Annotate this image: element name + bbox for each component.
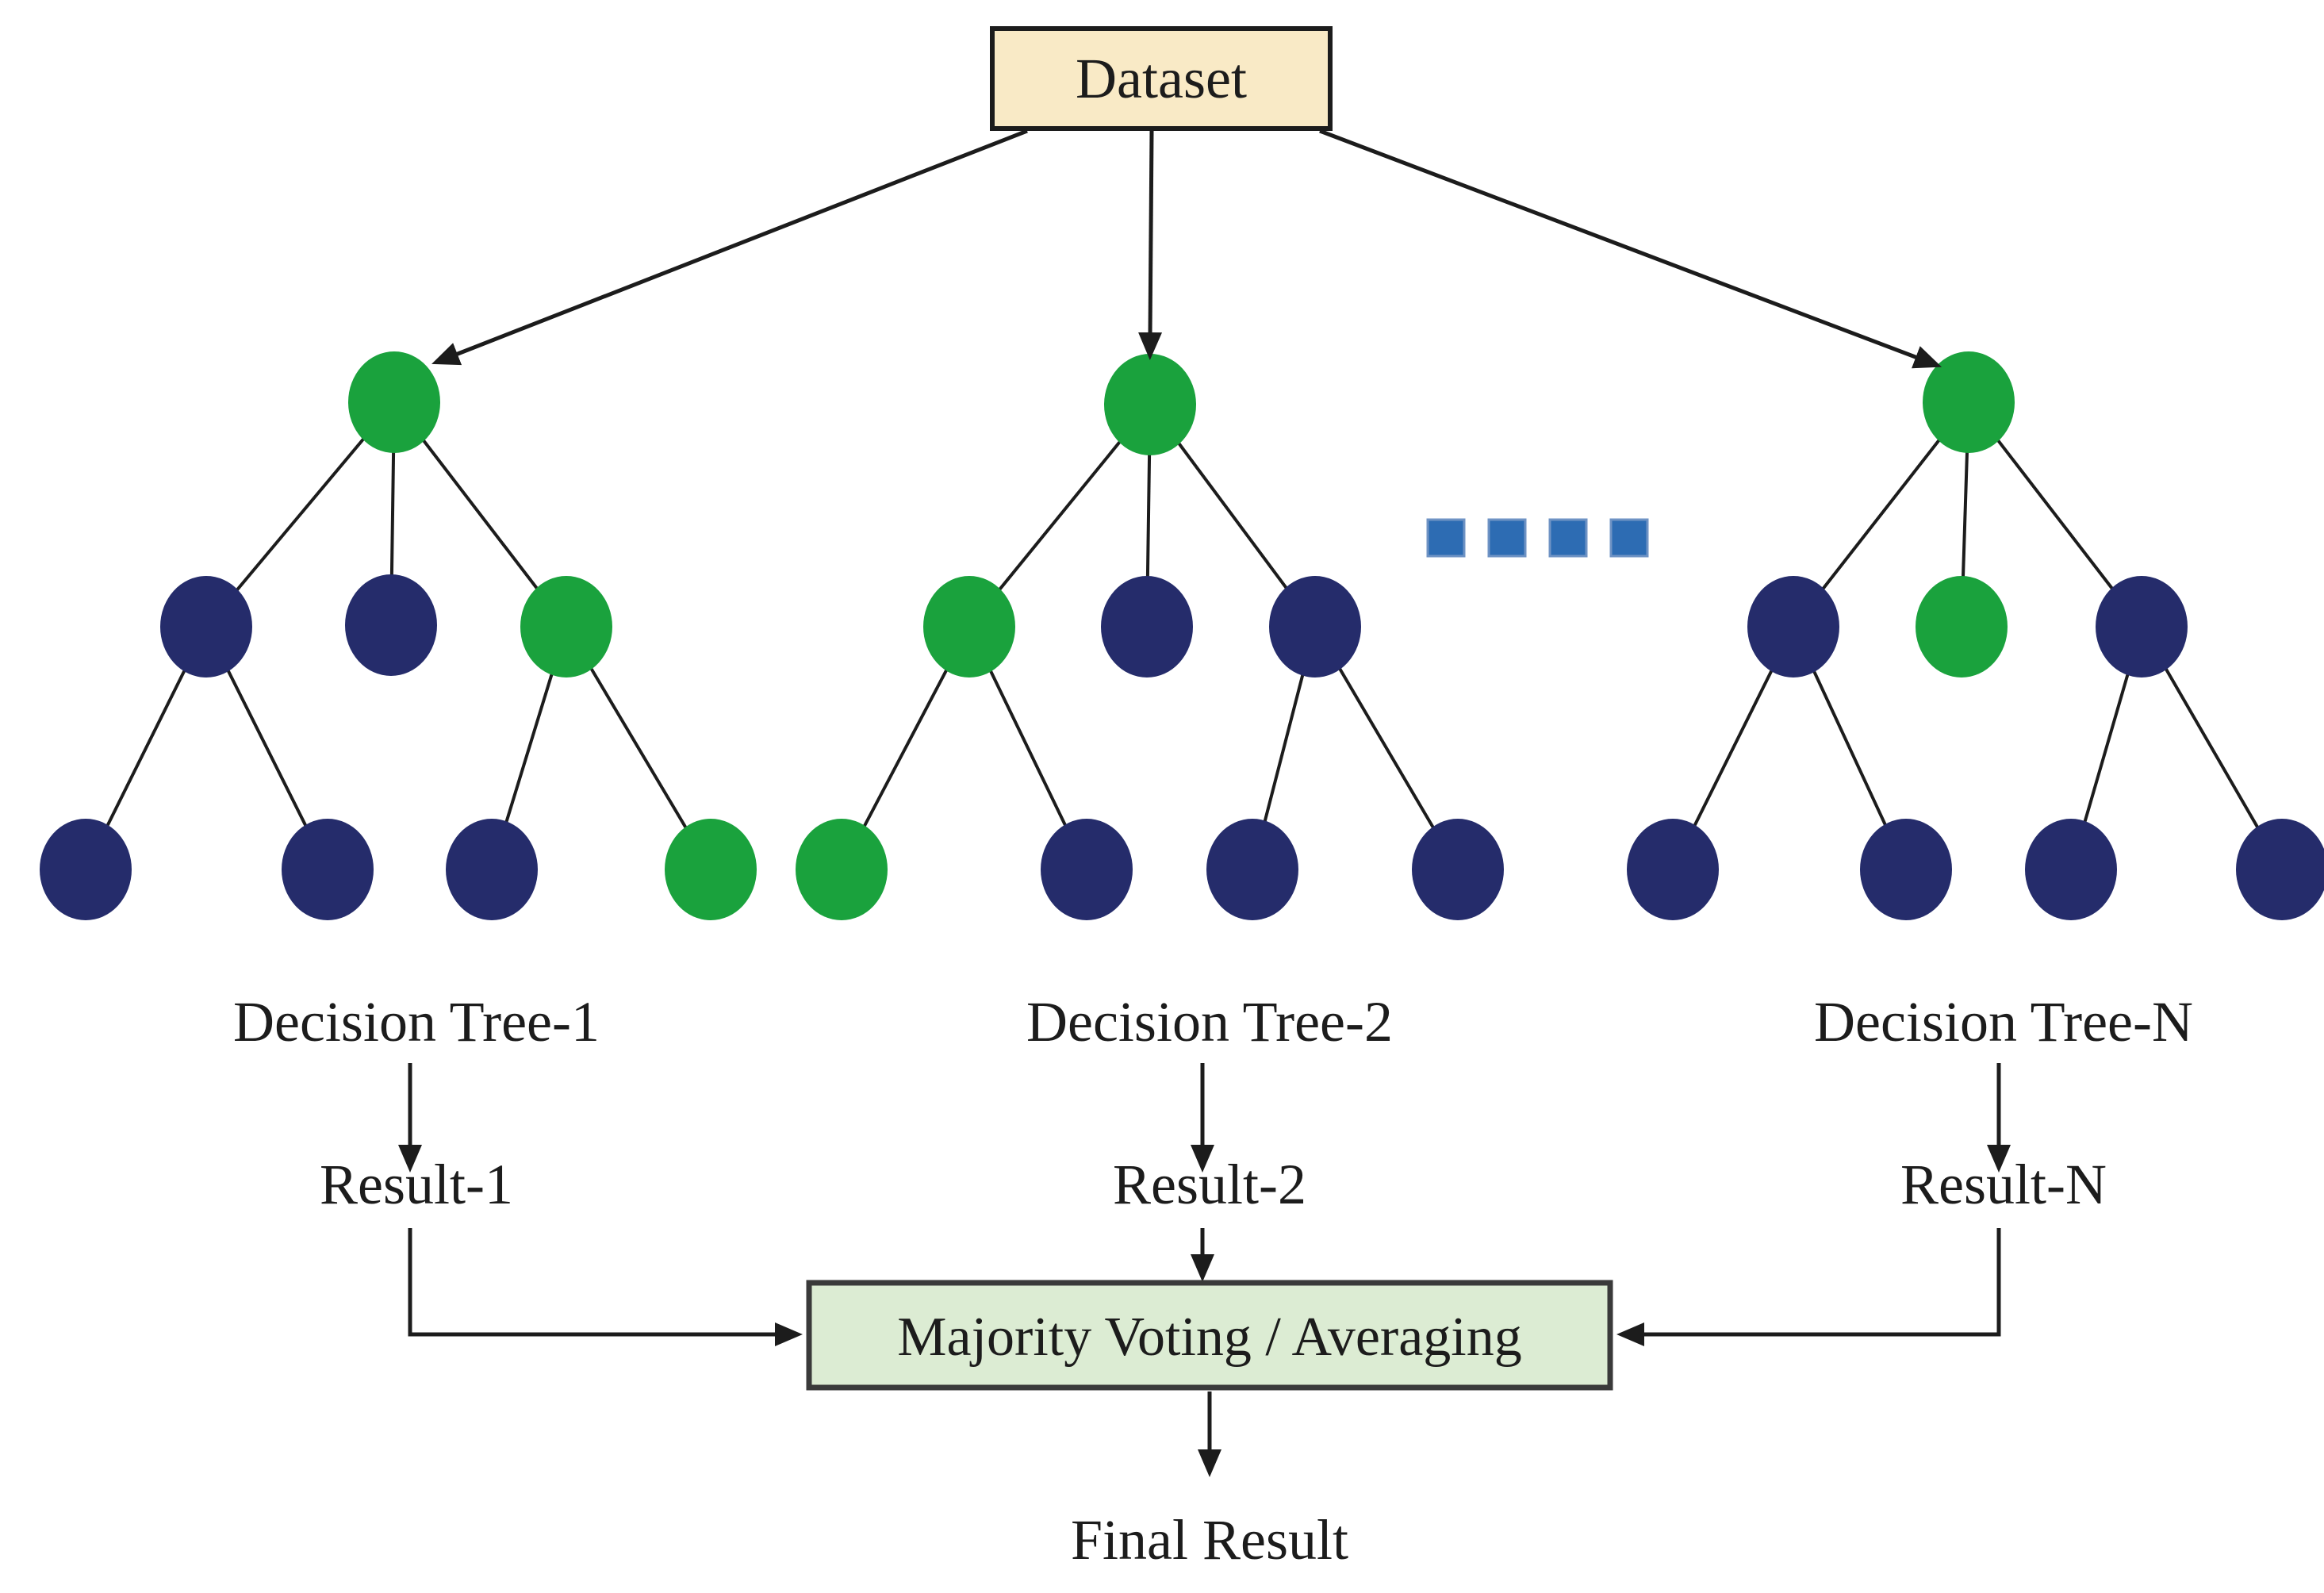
tree-n-leaf-node [1627, 819, 1719, 920]
tree-1-node [345, 574, 437, 676]
voting-box-label: Majority Voting / Averaging [897, 1307, 1521, 1368]
dataset-label: Dataset [1076, 47, 1247, 110]
tree-n-leaf-node [2025, 819, 2117, 920]
ellipsis-square [1426, 518, 1466, 558]
tree-1-leaf-node [282, 819, 374, 920]
tree-2-leaf-node [796, 819, 888, 920]
final-result-label: Final Result [1071, 1508, 1348, 1572]
tree-1-edge [205, 401, 396, 628]
tree-n-result-label: Result-N [1900, 1153, 2107, 1216]
tree-2-node [1269, 576, 1361, 678]
tree-2-leaf-node [1412, 819, 1504, 920]
tree-n-node [2096, 576, 2188, 678]
tree-n-node [1916, 576, 2008, 678]
tree-1-node [160, 576, 252, 678]
tree-2-label: Decision Tree-2 [1026, 990, 1393, 1054]
dataset-to-tree-arrow [1138, 130, 1163, 360]
tree-1-root-node [348, 351, 440, 453]
tree-1-leaf-node [40, 819, 132, 920]
flow-arrows-layer [398, 26, 2011, 1477]
dataset-to-tree-arrow [1319, 129, 1942, 369]
voting-box [806, 1280, 1613, 1391]
tree-2-node [923, 576, 1015, 678]
tree-2-root-node [1104, 354, 1196, 455]
dataset-to-tree-arrow [431, 129, 1028, 366]
tree-nodes-layer [40, 351, 2324, 920]
dataset-box [990, 26, 1333, 131]
tree-n-leaf-node [2236, 819, 2324, 920]
tree-n-leaf-node [1860, 819, 1952, 920]
tree-1-label: Decision Tree-1 [233, 990, 600, 1054]
ellipsis-square [1548, 518, 1588, 558]
tree-1-node [520, 576, 612, 678]
tree-2-leaf-node [1206, 819, 1298, 920]
ellipsis-square [1609, 518, 1649, 558]
tree-2-node [1101, 576, 1193, 678]
tree-1-leaf-node [446, 819, 538, 920]
tree-n-label: Decision Tree-N [1814, 990, 2193, 1054]
tree-n-node [1747, 576, 1839, 678]
ellipsis-square [1487, 518, 1527, 558]
tree-n-root-node [1923, 351, 2015, 453]
tree-2-result-label: Result-2 [1113, 1153, 1306, 1216]
tree-n-result-to-voting-connector [1616, 1228, 2001, 1346]
tree-1-leaf-node [665, 819, 757, 920]
tree-1-result-to-voting-connector [408, 1228, 803, 1346]
tree-1-result-label: Result-1 [320, 1153, 513, 1216]
tree-2-leaf-node [1041, 819, 1133, 920]
